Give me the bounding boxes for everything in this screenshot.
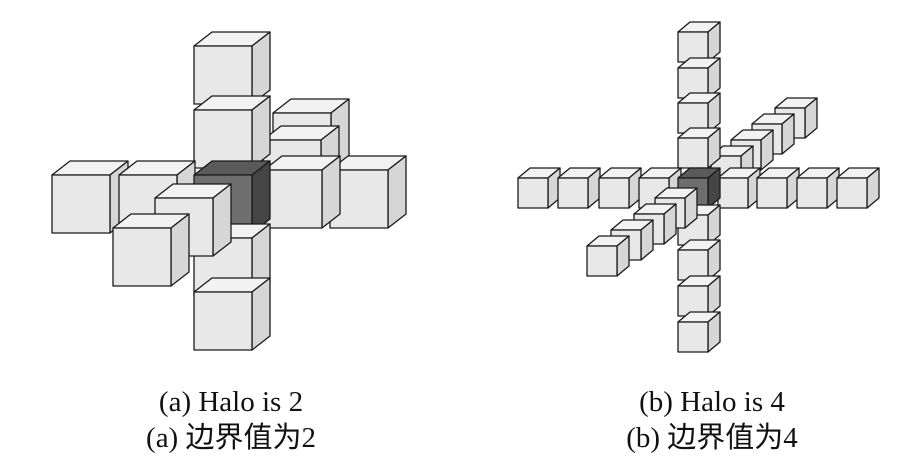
halo-cell-cube	[717, 167, 761, 209]
halo-cell-cube	[329, 155, 407, 229]
halo-cell-cube	[193, 95, 271, 169]
cube-front-face	[112, 227, 172, 287]
halo-cell-cube	[598, 167, 642, 209]
halo-cell-cube	[796, 167, 840, 209]
cube-front-face	[677, 321, 709, 353]
cube-front-face	[51, 174, 111, 234]
cube-front-face	[517, 177, 549, 209]
cube-front-face	[756, 177, 788, 209]
caption-halo-2: (a) Halo is 2 (a) 边界值为2	[31, 384, 431, 456]
caption-chinese: (b) 边界值为4	[626, 422, 798, 454]
halo-cell-cube	[677, 239, 721, 281]
cube-front-face	[836, 177, 868, 209]
halo-cell-cube	[756, 167, 800, 209]
cube-front-face	[193, 45, 253, 105]
halo-cell-cube	[677, 57, 721, 99]
halo-cell-cube	[557, 167, 601, 209]
halo-cell-cube	[677, 311, 721, 353]
halo-cell-cube	[677, 92, 721, 134]
halo-cell-cube	[51, 160, 129, 234]
cube-front-face	[193, 291, 253, 351]
halo-cell-cube	[586, 235, 630, 277]
halo-cell-cube	[677, 21, 721, 63]
halo-cell-cube	[193, 31, 271, 105]
halo-cell-cube	[677, 275, 721, 317]
halo-cell-cube	[677, 127, 721, 169]
cube-front-face	[598, 177, 630, 209]
caption-english: (b) Halo is 4	[639, 386, 785, 418]
halo-cell-cube	[193, 277, 271, 351]
caption-english: (a) Halo is 2	[158, 386, 304, 418]
cube-front-face	[677, 137, 709, 169]
caption-chinese: (a) 边界值为2	[146, 422, 316, 454]
halo-cell-cube	[112, 213, 190, 287]
cube-front-face	[263, 169, 323, 229]
halo-4-stencil	[517, 21, 880, 353]
halo-cell-cube	[263, 155, 341, 229]
cube-front-face	[796, 177, 828, 209]
cube-front-face	[557, 177, 589, 209]
cube-front-face	[717, 177, 749, 209]
halo-cell-cube	[517, 167, 561, 209]
halo-2-stencil	[51, 31, 407, 351]
cube-front-face	[586, 245, 618, 277]
halo-cell-cube	[836, 167, 880, 209]
caption-halo-4: (b) Halo is 4 (b) 边界值为4	[512, 384, 912, 456]
cube-front-face	[193, 109, 253, 169]
